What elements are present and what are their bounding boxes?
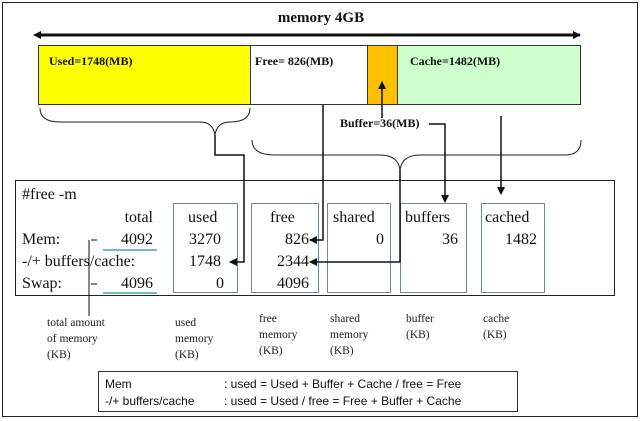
mem-shared: 0 <box>376 231 384 248</box>
used-brace <box>39 107 251 136</box>
swap-free: 4096 <box>277 275 309 292</box>
cache-segment-label: Cache=1482(MB) <box>410 54 501 68</box>
caption-shared: shared memory (KB) <box>330 313 369 357</box>
header-free: free <box>270 209 295 226</box>
swap-used: 0 <box>216 275 224 292</box>
caption-used: used memory (KB) <box>175 317 214 361</box>
cache-segment: Cache=1482(MB) <box>397 45 581 105</box>
shared-column-box <box>327 203 391 293</box>
memory-title: memory 4GB <box>277 10 365 26</box>
header-used: used <box>188 209 218 226</box>
header-buffers: buffers <box>405 209 451 226</box>
caption-buffer: buffer (KB) <box>406 313 434 341</box>
command-text: #free -m <box>22 186 77 203</box>
free-to-mem-free-arrow <box>309 105 324 244</box>
diagram-frame <box>2 2 638 417</box>
caption-cache: cache (KB) <box>483 313 510 341</box>
formula-box: Mem : used = Used + Buffer + Cache / fre… <box>98 371 518 412</box>
caption-total: total amount of memory (KB) <box>47 317 105 361</box>
buffer-to-buffers-arrow <box>429 123 449 203</box>
formula-mem-name: Mem <box>105 377 132 391</box>
formula-bc-name: -/+ buffers/cache <box>105 394 195 408</box>
row-label-buffers-cache: -/+ buffers/cache: <box>22 253 136 270</box>
formula-bc-expr: : used = Used / free = Free + Buffer + C… <box>224 394 462 408</box>
bc-used: 1748 <box>189 253 221 270</box>
mem-free: 826 <box>285 231 309 248</box>
mem-total: 4092 <box>121 231 153 248</box>
formula-mem-expr: : used = Used + Buffer + Cache / free = … <box>224 377 462 391</box>
free-column-box <box>251 203 319 293</box>
mem-cached: 1482 <box>505 231 537 248</box>
used-segment: Used=1748(MB) <box>38 45 251 105</box>
caption-free: free memory (KB) <box>259 313 298 357</box>
row-label-mem: Mem: <box>22 231 61 248</box>
free-segment-label: Free= 826(MB) <box>255 54 334 68</box>
brace-to-bc-free-arrow <box>309 170 401 266</box>
row-label-swap: Swap: <box>22 275 62 292</box>
mem-buffers: 36 <box>442 231 458 248</box>
cached-column-box <box>481 203 545 293</box>
used-to-bc-used-arrow <box>214 135 245 266</box>
header-total: total <box>124 209 153 226</box>
used-segment-label: Used=1748(MB) <box>49 54 133 68</box>
header-shared: shared <box>333 209 375 226</box>
used-column-box <box>173 203 238 293</box>
free-buffer-cache-brace <box>251 139 582 171</box>
mem-used: 3270 <box>189 231 221 248</box>
bc-free: 2344 <box>277 253 309 270</box>
buffer-label: Buffer=36(MB) <box>340 116 420 130</box>
header-cached: cached <box>485 209 530 226</box>
free-command-output <box>15 180 615 296</box>
swap-total: 4096 <box>121 275 153 292</box>
